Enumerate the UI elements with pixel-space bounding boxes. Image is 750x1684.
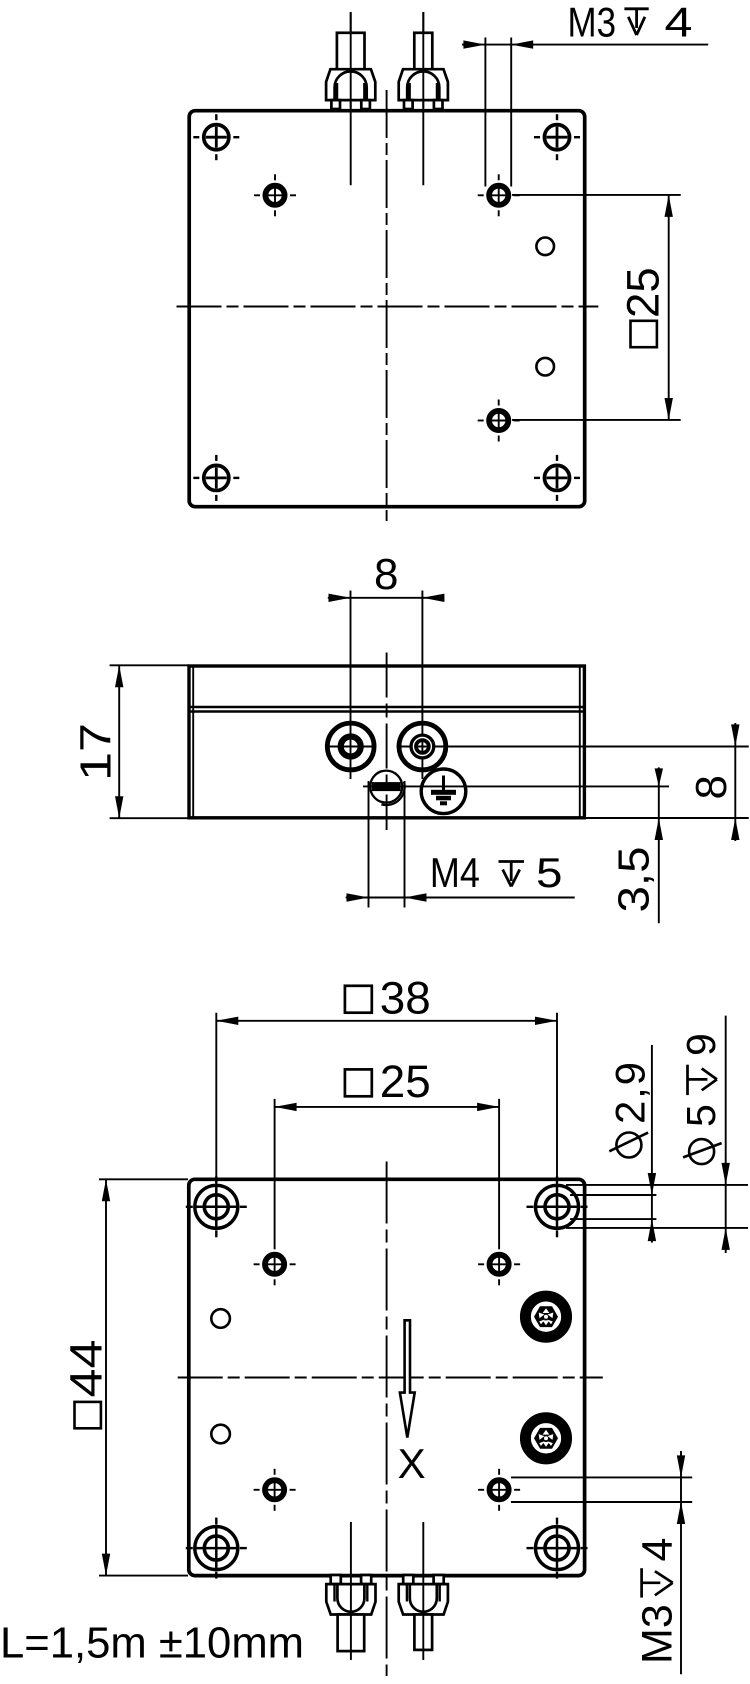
- svg-text:25: 25: [618, 267, 669, 318]
- svg-text:L=1,5m ±10mm: L=1,5m ±10mm: [0, 1619, 304, 1668]
- svg-text:8: 8: [687, 775, 736, 799]
- svg-text:M3: M3: [634, 1604, 682, 1664]
- svg-text:44: 44: [61, 1340, 112, 1398]
- svg-text:4: 4: [634, 1538, 682, 1562]
- svg-text:M3: M3: [568, 0, 617, 45]
- svg-text:X: X: [398, 1440, 426, 1487]
- svg-text:2,9: 2,9: [607, 1062, 654, 1124]
- svg-text:9: 9: [678, 1033, 724, 1056]
- svg-text:M4: M4: [430, 849, 480, 896]
- svg-text:4: 4: [665, 0, 693, 45]
- svg-text:25: 25: [380, 1056, 431, 1107]
- svg-text:17: 17: [72, 723, 121, 781]
- svg-text:8: 8: [374, 550, 398, 599]
- svg-text:38: 38: [380, 972, 431, 1023]
- svg-text:5: 5: [536, 849, 563, 896]
- svg-text:5: 5: [678, 1104, 724, 1127]
- svg-text:3,5: 3,5: [610, 847, 659, 913]
